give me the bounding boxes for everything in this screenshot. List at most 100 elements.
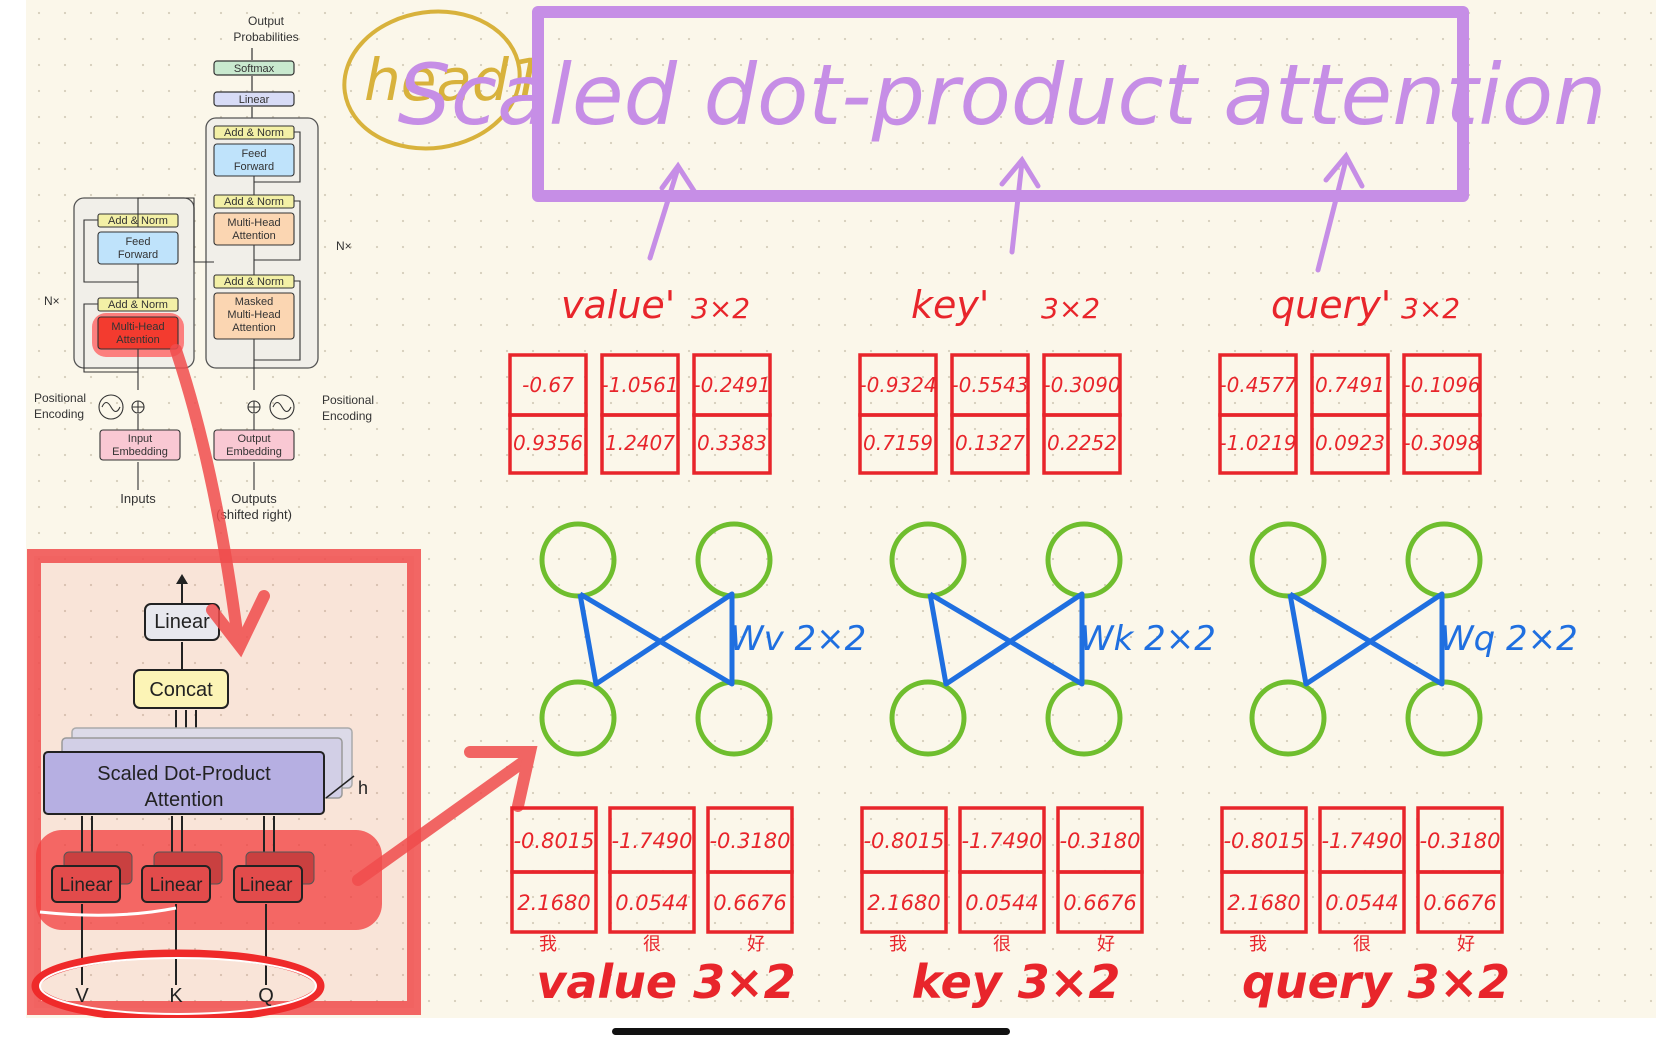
- outputs-label-2: (shifted right): [216, 507, 292, 522]
- decoder-pos-enc-label-1: Positional: [322, 393, 374, 407]
- query-prime-column-1: -0.4577-1.0219: [1218, 353, 1298, 475]
- title-label: Scaled dot-product attention: [398, 46, 1607, 144]
- projection-groups: value'3×2-0.670.9356-1.05611.2407-0.2491…: [508, 283, 1578, 1009]
- decoder-mha-label-2: Attention: [232, 230, 275, 242]
- key-cell-2-2: [958, 870, 1046, 934]
- encoder-mha-label-1: Multi-Head: [111, 321, 164, 333]
- key-value: 0.0544: [965, 891, 1038, 915]
- decoder-ff-label-2: Forward: [234, 161, 274, 173]
- decoder-add-norm-1-label: Add & Norm: [224, 276, 284, 288]
- query-group: query' 3×2 -0.4577-1.0219 0.7491 0.0923 -0.10…: [1218, 283, 1578, 1009]
- query-prime-value: -0.1096: [1403, 373, 1480, 397]
- output-embedding-label-2: Embedding: [226, 446, 282, 458]
- key-weight-connections: [927, 591, 1085, 687]
- output-probabilities-label-2: Probabilities: [233, 30, 298, 44]
- key-value: 0.6676: [1063, 891, 1136, 915]
- key-prime-value: -0.5543: [951, 373, 1028, 397]
- sdpa-box: [43, 751, 325, 815]
- value-prime-value: 1.2407: [605, 431, 675, 455]
- value-prime-value: 0.9356: [513, 431, 583, 455]
- key-value: -0.3180: [1059, 829, 1140, 853]
- value-value: 0.6676: [713, 891, 786, 915]
- encoder-mha-label-2: Attention: [116, 334, 159, 346]
- concat-box: [133, 669, 229, 709]
- input-k-label: K: [169, 985, 183, 1007]
- query-value: 0.0544: [1325, 891, 1398, 915]
- value-prime-value: -0.67: [522, 373, 574, 397]
- key-token-char: 很: [993, 934, 1011, 954]
- decoder-add-norm-3-label: Add & Norm: [224, 127, 284, 139]
- value-token-char: 我: [539, 934, 557, 954]
- output-embedding-label-1: Output: [237, 433, 270, 445]
- input-q-label: Q: [258, 985, 274, 1007]
- linear-q: Linear: [233, 851, 315, 903]
- key-prime-value: 0.7159: [863, 431, 933, 455]
- key-neuron-1: [889, 521, 967, 599]
- value-prime-column-1: -0.67 0.9356: [508, 353, 588, 475]
- sdpa-label-1: Scaled Dot-Product: [97, 763, 271, 785]
- query-value: 2.1680: [1227, 891, 1300, 915]
- title-block: Scaled dot-product attention: [398, 6, 1607, 273]
- inputs-label: Inputs: [120, 491, 156, 506]
- query-prime-size: 3×2: [1401, 292, 1460, 325]
- outputs-label-1: Outputs: [231, 491, 277, 506]
- key-prime-value: 0.2252: [1047, 431, 1117, 455]
- query-prime-value: 0.0923: [1315, 431, 1385, 455]
- home-indicator: [612, 1028, 1010, 1035]
- value-prime-cell-3-2: [692, 413, 772, 475]
- query-token-char: 很: [1353, 934, 1371, 954]
- key-column-3: -0.3180 0.6676 好: [1056, 806, 1144, 954]
- arrow-linear-to-matrices-head: [464, 746, 538, 812]
- key-prime-label: key': [911, 283, 989, 327]
- arrow-encoder-to-mha-head: [206, 590, 270, 658]
- value-value: 2.1680: [517, 891, 590, 915]
- key-prime-cell-1-2: [858, 413, 938, 475]
- value-prime-cell-1-2: [508, 413, 588, 475]
- arrow-encoder-to-mha: [170, 344, 244, 646]
- query-prime-value: 0.7491: [1315, 373, 1385, 397]
- key-token-char: 好: [1097, 934, 1115, 954]
- head-label: head1: [364, 46, 546, 114]
- key-cell-1-2: [860, 870, 948, 934]
- value-value: -0.3180: [709, 829, 790, 853]
- query-prime-column-2: 0.7491 0.0923: [1310, 353, 1390, 475]
- query-prime-label: query': [1271, 283, 1391, 327]
- value-prime-column-2: -1.0561 1.2407: [600, 353, 680, 475]
- concat-label: Concat: [149, 679, 213, 701]
- value-value: -0.8015: [513, 829, 594, 853]
- query-value: 0.6676: [1423, 891, 1496, 915]
- query-weight-label: Wq 2×2: [1440, 619, 1578, 659]
- value-prime-value: -1.0561: [601, 373, 678, 397]
- value-weight-network: [539, 521, 773, 757]
- decoder-linear-label: Linear: [239, 94, 270, 106]
- query-weight-network: [1249, 521, 1483, 757]
- key-prime-cell-2-2: [950, 413, 1030, 475]
- pointer-arrows: [170, 344, 538, 886]
- value-prime-label: value': [561, 283, 675, 327]
- encoder-pos-enc-label-1: Positional: [34, 391, 86, 405]
- value-neuron-2: [695, 521, 773, 599]
- decoder-masked-label-2: Multi-Head: [227, 309, 280, 321]
- value-cell-2-2: [608, 870, 696, 934]
- value-prime-cell-2-2: [600, 413, 680, 475]
- key-weight-label: Wk 2×2: [1080, 619, 1216, 659]
- arrow-linear-to-matrices: [352, 754, 532, 886]
- key-value: 2.1680: [867, 891, 940, 915]
- decoder-masked-label-1: Masked: [235, 296, 274, 308]
- query-matrix-label: query 3×2: [1242, 955, 1510, 1009]
- encoder-pos-enc-label-2: Encoding: [34, 407, 84, 421]
- query-cell-2-2: [1318, 870, 1406, 934]
- linear-v: Linear: [51, 851, 133, 903]
- input-embedding-label-1: Input: [128, 433, 152, 445]
- key-prime-value: -0.9324: [859, 373, 936, 397]
- encoder-nx-label: N×: [44, 294, 60, 308]
- transformer-architecture: Output Probabilities Softmax Linear N× A…: [34, 14, 374, 522]
